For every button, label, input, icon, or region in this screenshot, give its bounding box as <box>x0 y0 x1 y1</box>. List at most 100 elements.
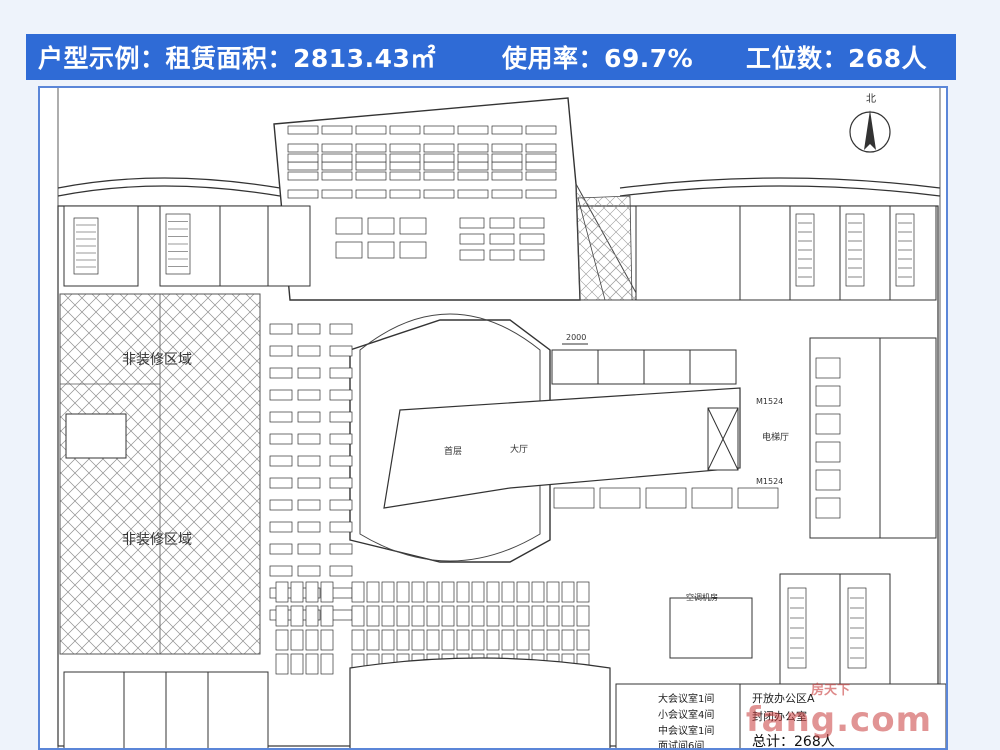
desk <box>576 605 590 627</box>
stair-icon <box>847 587 867 669</box>
desk <box>491 189 523 199</box>
desk <box>329 455 353 467</box>
desk <box>815 497 841 519</box>
desk <box>426 581 440 603</box>
desk <box>297 411 321 423</box>
desk <box>516 581 530 603</box>
usage-rate-label: 使用率：69.7% <box>502 44 694 73</box>
desk <box>305 581 319 603</box>
desk <box>355 125 387 135</box>
stair-icon <box>895 213 915 287</box>
desk <box>381 581 395 603</box>
desk <box>459 217 485 229</box>
desk <box>423 171 455 181</box>
desk <box>329 345 353 357</box>
desk <box>269 499 293 511</box>
desk <box>321 153 353 163</box>
desk <box>501 581 515 603</box>
desk <box>411 581 425 603</box>
legend-table: 大会议室1间 小会议室4间 中会议室1间 面试间6间 开放办公区A 封闭办公室 … <box>615 683 946 750</box>
desk <box>399 241 427 259</box>
floor-plan-drawing: 非装修区域 非装修区域 北 首层 大厅 <box>57 88 946 750</box>
desk <box>275 653 289 675</box>
desk <box>489 233 515 245</box>
desk <box>457 153 489 163</box>
desk <box>737 487 779 509</box>
desk <box>290 653 304 675</box>
desk <box>459 233 485 245</box>
desk <box>441 605 455 627</box>
desk <box>297 367 321 379</box>
seat-count-label: 工位数：268人 <box>746 44 928 73</box>
desk <box>366 605 380 627</box>
desk <box>491 143 523 153</box>
desk <box>287 153 319 163</box>
desk <box>329 323 353 335</box>
legend-interview: 面试间6间 <box>658 739 704 750</box>
desk <box>489 217 515 229</box>
desk <box>275 605 289 627</box>
desk <box>389 189 421 199</box>
zone-a-label: 非装修区域 <box>122 352 192 368</box>
desk <box>501 629 515 651</box>
desk <box>287 143 319 153</box>
desk <box>290 605 304 627</box>
atrium: 首层 大厅 <box>349 313 741 563</box>
desk <box>525 171 557 181</box>
desk <box>441 581 455 603</box>
floor-plan: 非装修区域 非装修区域 北 首层 大厅 <box>38 86 948 750</box>
desk <box>815 357 841 379</box>
desk <box>576 629 590 651</box>
desk <box>426 605 440 627</box>
desk <box>389 153 421 163</box>
desk <box>561 629 575 651</box>
desk <box>305 605 319 627</box>
desk <box>553 487 595 509</box>
door-m1524-b: M1524 <box>756 477 783 486</box>
desk <box>519 249 545 261</box>
desk <box>525 161 557 171</box>
desk <box>287 125 319 135</box>
stair-icon <box>73 217 99 275</box>
desk <box>423 153 455 163</box>
shaft-hatch-2 <box>577 195 633 301</box>
desk <box>269 367 293 379</box>
desk <box>320 653 334 675</box>
desk <box>546 605 560 627</box>
desk <box>329 521 353 533</box>
desk <box>525 143 557 153</box>
desk <box>297 389 321 401</box>
desk <box>329 565 353 577</box>
desk <box>423 125 455 135</box>
desk <box>275 581 289 603</box>
desk <box>367 241 395 259</box>
desk <box>321 171 353 181</box>
desk <box>599 487 641 509</box>
desk <box>457 171 489 181</box>
desk <box>297 433 321 445</box>
desk <box>320 581 334 603</box>
desk <box>297 455 321 467</box>
desk <box>525 125 557 135</box>
watermark-brand: fang.com <box>745 700 932 740</box>
desk <box>486 629 500 651</box>
desk <box>287 171 319 181</box>
machine-room-label: 空调机房 <box>686 592 718 602</box>
desk <box>815 469 841 491</box>
desk <box>423 143 455 153</box>
desk <box>321 161 353 171</box>
desk <box>519 233 545 245</box>
legend-open-office: 开放办公区A <box>752 691 815 705</box>
desk <box>491 125 523 135</box>
desk <box>351 629 365 651</box>
desk <box>525 153 557 163</box>
elevator-core: M1524 电梯厅 M1524 <box>707 397 789 486</box>
desk <box>355 143 387 153</box>
desk <box>546 629 560 651</box>
desk <box>329 411 353 423</box>
desk <box>531 629 545 651</box>
desk <box>576 581 590 603</box>
desk <box>815 385 841 407</box>
desk <box>396 629 410 651</box>
desk <box>329 499 353 511</box>
